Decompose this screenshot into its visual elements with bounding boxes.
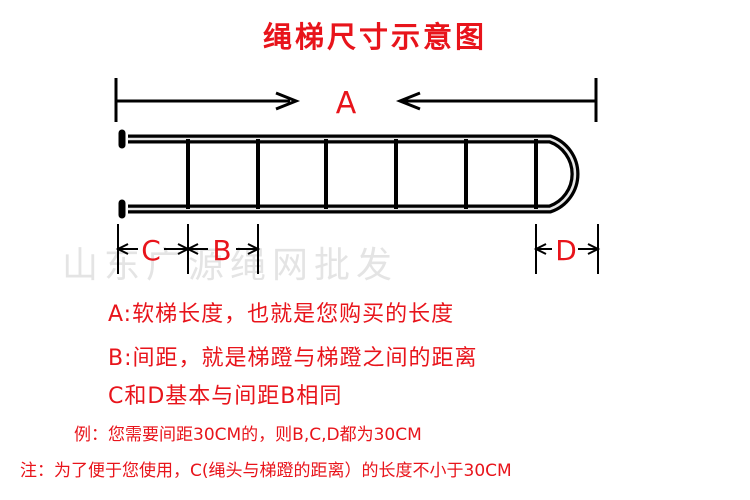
note-remark: 注：为了便于您使用，C(绳头与梯蹬的距离）的长度不小于30CM: [20, 461, 512, 481]
dimension-c-b: [115, 224, 261, 274]
a-left-arrowhead: [275, 91, 301, 111]
note-c-d-definition: C和D基本与间距B相同: [108, 384, 343, 409]
d-left-arrowhead: [533, 243, 547, 255]
c-left-arrowhead: [115, 243, 129, 255]
b-left-arrowhead: [185, 243, 199, 255]
label-a: A: [336, 86, 357, 121]
ladder-rope-highlight: [128, 137, 577, 211]
b-right-arrowhead: [247, 243, 261, 255]
dimension-a: [114, 78, 598, 122]
note-example: 例：您需要间距30CM的，则B,C,D都为30CM: [74, 425, 422, 445]
diagram-title: 绳梯尺寸示意图: [262, 20, 487, 54]
d-right-arrowhead: [587, 243, 601, 255]
dimension-d: [533, 224, 601, 274]
note-a-definition: A:软梯长度，也就是您购买的长度: [108, 302, 455, 327]
rope-ladder: [118, 129, 580, 219]
a-right-arrowhead: [395, 91, 421, 111]
label-b: B: [212, 234, 231, 267]
ladder-rope: [128, 134, 580, 214]
label-c: C: [141, 234, 161, 267]
note-b-definition: B:间距，就是梯蹬与梯蹬之间的距离: [108, 346, 478, 371]
label-d: D: [555, 234, 577, 267]
